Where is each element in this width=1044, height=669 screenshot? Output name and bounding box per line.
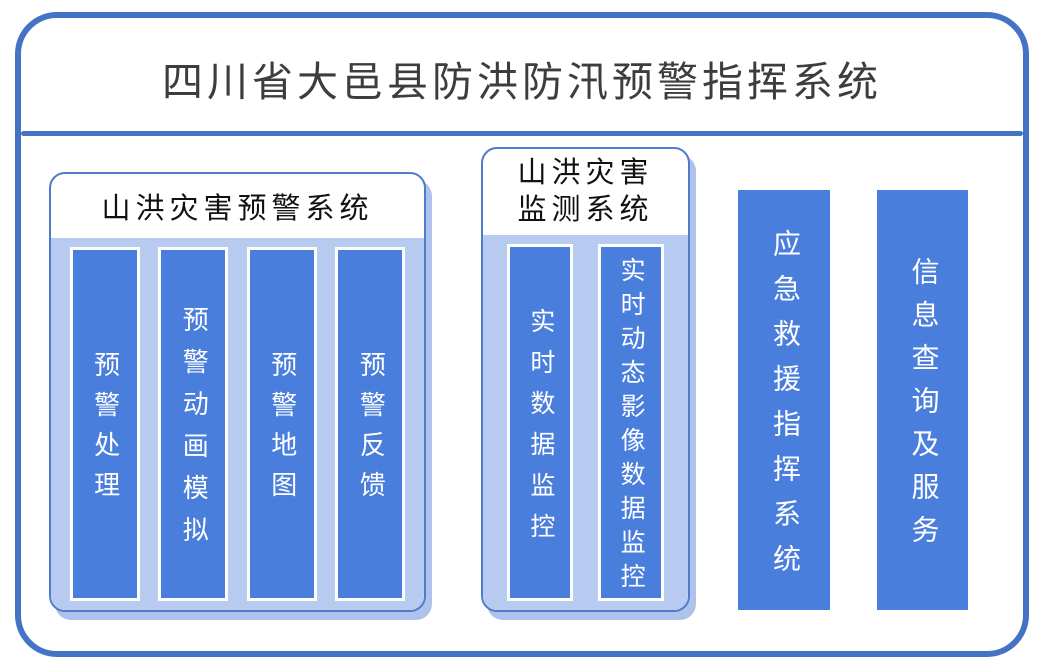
bar-realtime-data-monitoring: 实时数据监控 <box>507 244 574 601</box>
bar-warning-processing-label: 预警处理 <box>90 351 120 511</box>
bar-warning-animation-simulation-label: 预警动画模拟 <box>179 306 209 558</box>
bar-emergency-rescue-command-system-label: 应急救援指挥系统 <box>769 228 800 589</box>
bar-warning-animation-simulation: 预警动画模拟 <box>158 247 229 601</box>
bar-warning-feedback: 预警反馈 <box>335 247 406 601</box>
group-flood-monitoring-title-text: 山洪灾害监测系统 <box>517 157 654 226</box>
bar-realtime-data-monitoring-label: 实时数据监控 <box>526 307 554 554</box>
group-flood-monitoring-plate: 实时数据监控 实时动态影像数据监控 <box>483 235 688 610</box>
group-flood-monitoring-title: 山洪灾害监测系统 <box>483 149 688 235</box>
bar-realtime-video-data-monitoring: 实时动态影像数据监控 <box>597 244 664 601</box>
group-flood-warning-plate: 预警处理 预警动画模拟 预警地图 预警反馈 <box>51 238 424 610</box>
bar-warning-map-label: 预警地图 <box>267 351 297 511</box>
bar-info-query-and-service: 信息查询及服务 <box>877 190 968 610</box>
group-flood-warning-title: 山洪灾害预警系统 <box>101 193 374 225</box>
bar-emergency-rescue-command-system: 应急救援指挥系统 <box>738 190 830 610</box>
bar-info-query-and-service-label: 信息查询及服务 <box>907 257 939 558</box>
bar-warning-processing: 预警处理 <box>69 247 140 601</box>
bar-realtime-video-data-monitoring-label: 实时动态影像数据监控 <box>617 257 645 597</box>
group-flood-warning-system: 山洪灾害预警系统 预警处理 预警动画模拟 预警地图 预警反馈 <box>49 172 426 612</box>
bar-warning-feedback-label: 预警反馈 <box>356 351 386 511</box>
title-divider-line <box>21 131 1023 136</box>
outer-frame: 四川省大邑县防洪防汛预警指挥系统 山洪灾害预警系统 预警处理 预警动画模拟 预警… <box>15 12 1029 657</box>
bar-warning-map: 预警地图 <box>246 247 317 601</box>
page-title: 四川省大邑县防洪防汛预警指挥系统 <box>162 59 882 105</box>
group-flood-monitoring-system: 山洪灾害监测系统 实时数据监控 实时动态影像数据监控 <box>481 147 690 612</box>
